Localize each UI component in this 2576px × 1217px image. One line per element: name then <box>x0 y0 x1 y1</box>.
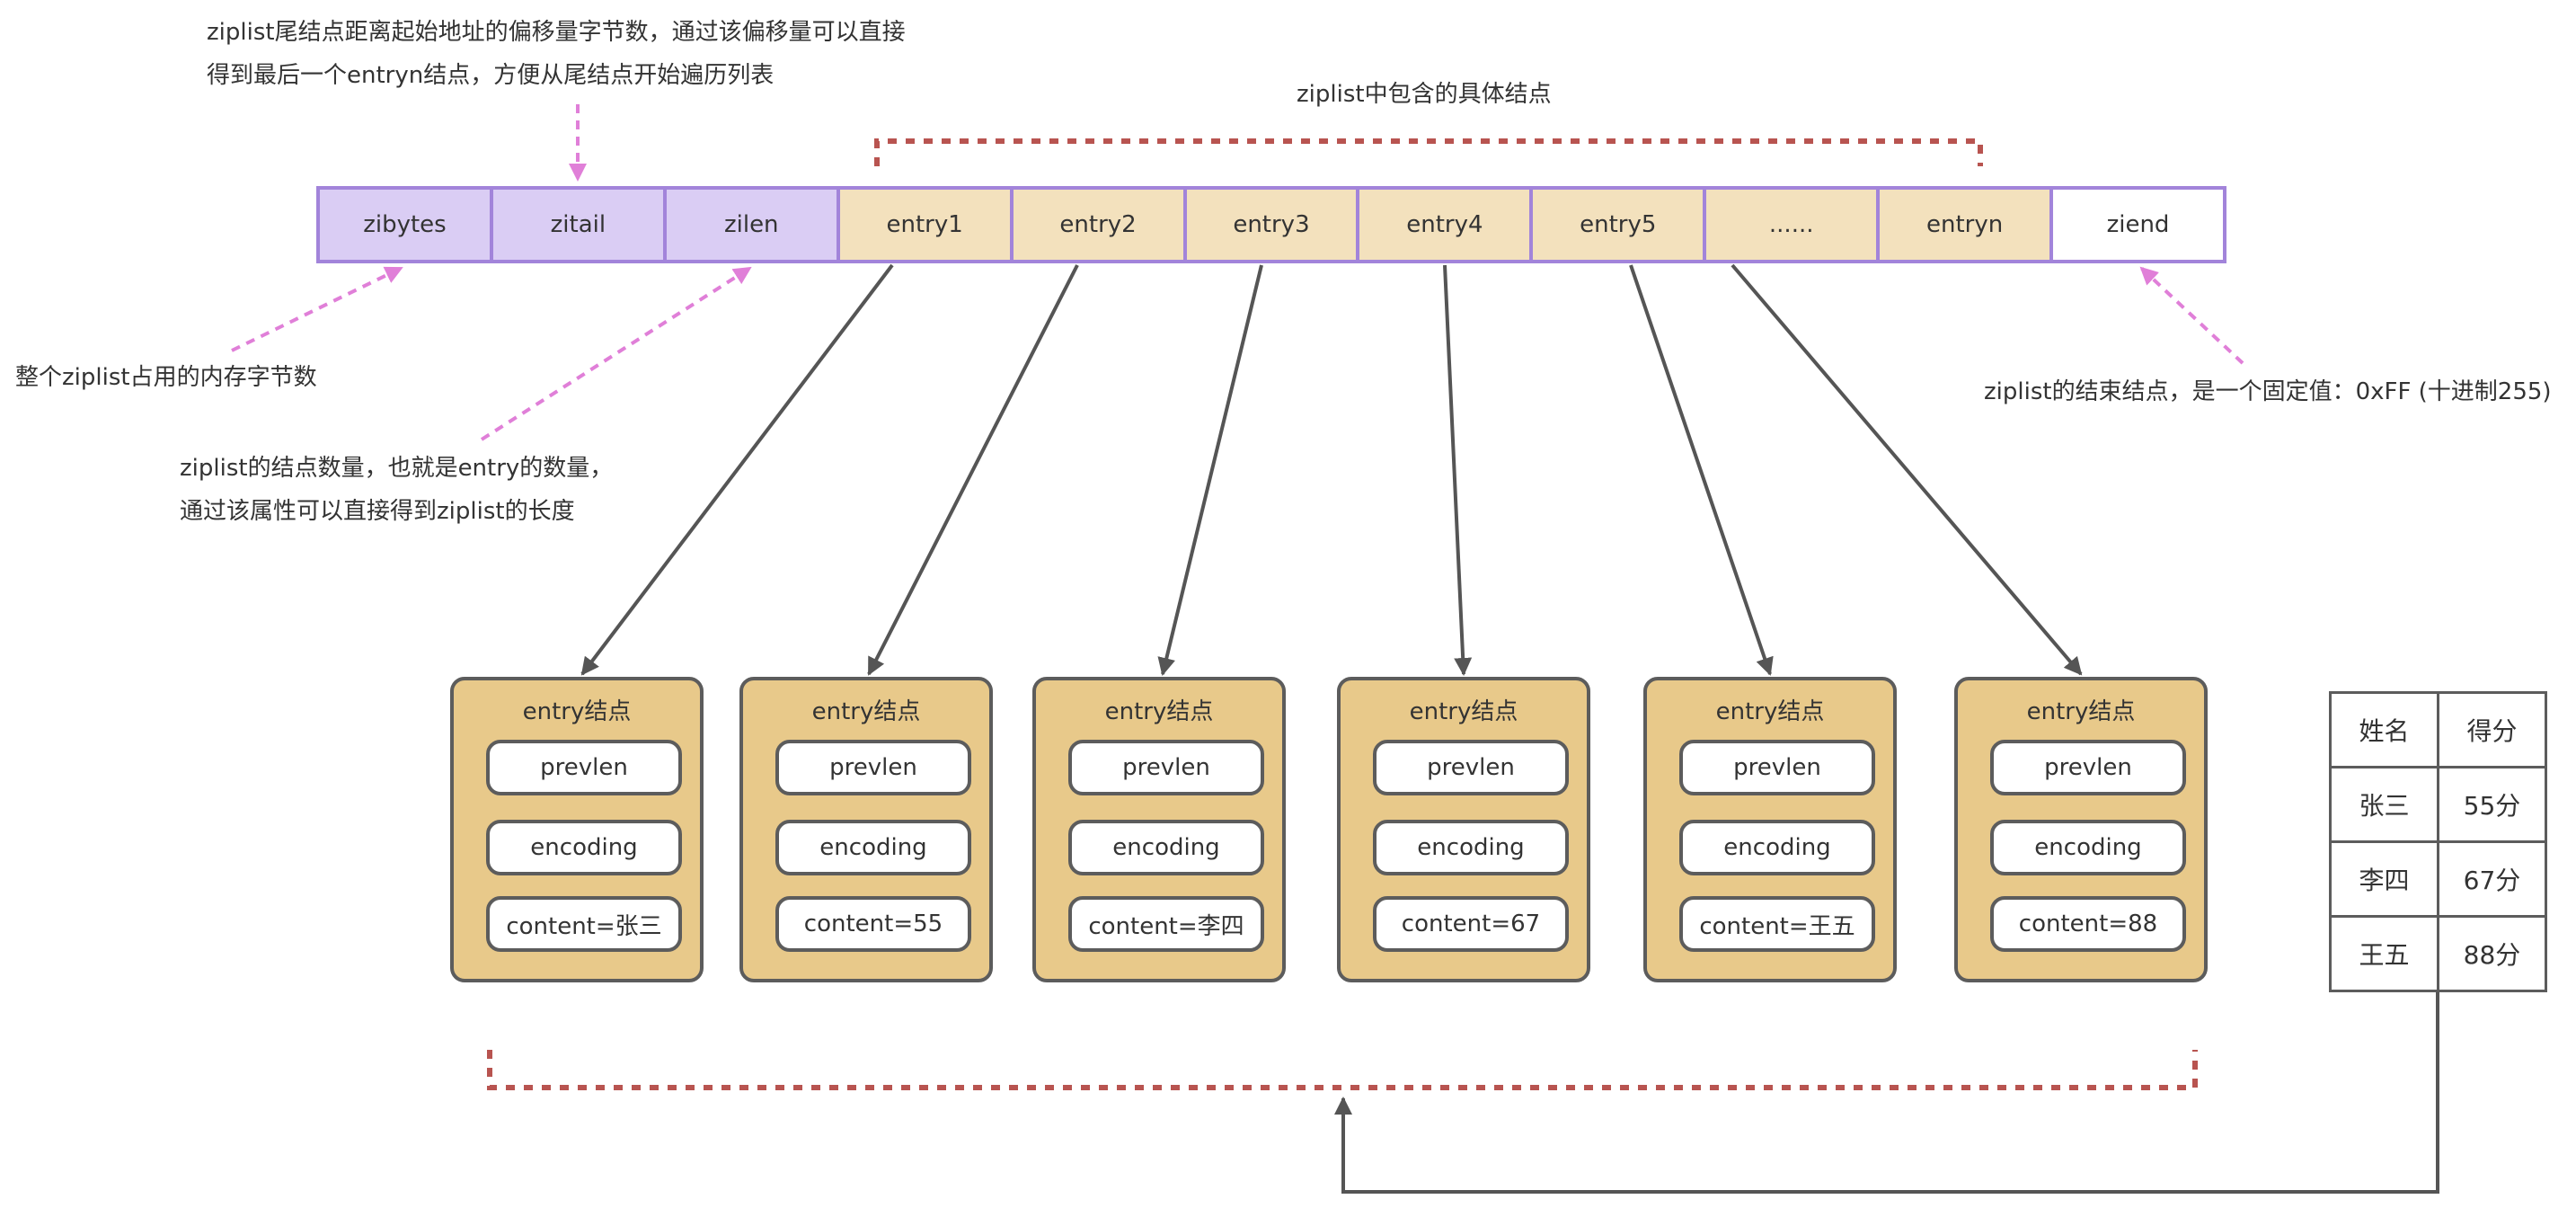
content-field: content=王五 <box>1679 896 1875 952</box>
cell-entry4: entry4 <box>1359 186 1534 263</box>
entry5-to-node-arrow <box>1629 264 1774 676</box>
entry2-to-node-arrow <box>867 264 1079 676</box>
zllen-note-line1: ziplist的结点数量，也就是entry的数量， <box>180 455 614 482</box>
entry-node-title: entry结点 <box>2026 698 2136 725</box>
entry-node-title: entry结点 <box>1409 698 1518 725</box>
cell-name: 张三 <box>2329 766 2439 843</box>
content-field: content=67 <box>1373 896 1569 952</box>
zlend-arrow <box>2139 266 2244 365</box>
zltail-note-line1: ziplist尾结点距离起始地址的偏移量字节数，通过该偏移量可以直接 <box>207 19 906 46</box>
content-field: content=88 <box>1990 896 2186 952</box>
header-name: 姓名 <box>2329 691 2439 768</box>
cell-score: 88分 <box>2437 915 2547 992</box>
cell-name: 李四 <box>2329 840 2439 918</box>
table-row: 李四 67分 <box>2329 840 2547 918</box>
cell-ellipsis: ...... <box>1706 186 1881 263</box>
entry4-to-node-arrow <box>1443 264 1473 676</box>
contained-nodes-label: ziplist中包含的具体结点 <box>1297 81 1552 108</box>
nodes-bracket-bottom <box>487 1050 2198 1090</box>
encoding-field: encoding <box>775 820 971 875</box>
encoding-field: encoding <box>486 820 682 875</box>
cell-entry5: entry5 <box>1533 186 1707 263</box>
cell-entry3: entry3 <box>1186 186 1360 263</box>
entryn-to-node-arrow <box>1731 263 2083 676</box>
prevlen-field: prevlen <box>486 740 682 795</box>
encoding-field: encoding <box>1068 820 1264 875</box>
zlend-note: ziplist的结束结点，是一个固定值：0xFF (十进制255) <box>1984 378 2552 405</box>
prevlen-field: prevlen <box>775 740 971 795</box>
content-field: content=55 <box>775 896 971 952</box>
zllen-note-line2: 通过该属性可以直接得到ziplist的长度 <box>180 498 575 525</box>
cell-zlbytes: zibytes <box>316 186 493 263</box>
encoding-field: encoding <box>1373 820 1569 875</box>
entry-node-3: entry结点 prevlen encoding content=李四 <box>1032 677 1286 982</box>
entry-node-5: entry结点 prevlen encoding content=王五 <box>1643 677 1897 982</box>
content-field: content=李四 <box>1068 896 1264 952</box>
cell-entry1: entry1 <box>839 186 1014 263</box>
zlbytes-arrow <box>231 266 403 352</box>
zltail-note-line2: 得到最后一个entryn结点，方便从尾结点开始遍历列表 <box>207 62 775 89</box>
header-score: 得分 <box>2437 691 2547 768</box>
cell-score: 55分 <box>2437 766 2547 843</box>
cell-zlend: ziend <box>2053 186 2226 263</box>
cell-name: 王五 <box>2329 915 2439 992</box>
table-row: 王五 88分 <box>2329 915 2547 992</box>
encoding-field: encoding <box>1679 820 1875 875</box>
prevlen-field: prevlen <box>1373 740 1569 795</box>
entry3-to-node-arrow <box>1157 264 1263 676</box>
encoding-field: encoding <box>1990 820 2186 875</box>
entries-bracket-top <box>874 138 1983 166</box>
entry-node-6: entry结点 prevlen encoding content=88 <box>1954 677 2208 982</box>
score-table: 姓名 得分 张三 55分 李四 67分 王五 88分 <box>2329 691 2547 992</box>
table-row: 张三 55分 <box>2329 766 2547 843</box>
entry-node-title: entry结点 <box>811 698 921 725</box>
entry-node-title: entry结点 <box>1715 698 1825 725</box>
prevlen-field: prevlen <box>1679 740 1875 795</box>
cell-score: 67分 <box>2437 840 2547 918</box>
table-to-nodes-connector <box>1334 989 2439 1194</box>
entry-node-title: entry结点 <box>522 698 632 725</box>
cell-zltail: zitail <box>492 186 667 263</box>
entry-node-1: entry结点 prevlen encoding content=张三 <box>450 677 704 982</box>
cell-zllen: zilen <box>666 186 840 263</box>
zllen-arrow <box>480 266 752 441</box>
zltail-note: ziplist尾结点距离起始地址的偏移量字节数，通过该偏移量可以直接 得到最后一… <box>207 11 906 97</box>
entry-node-2: entry结点 prevlen encoding content=55 <box>739 677 993 982</box>
content-field: content=张三 <box>486 896 682 952</box>
ziplist-layout: zibytes zitail zilen entry1 entry2 entry… <box>316 186 2226 263</box>
prevlen-field: prevlen <box>1068 740 1264 795</box>
cell-entry2: entry2 <box>1013 186 1187 263</box>
entry-node-4: entry结点 prevlen encoding content=67 <box>1337 677 1590 982</box>
entry-node-title: entry结点 <box>1104 698 1214 725</box>
cell-entryn: entryn <box>1880 186 2054 263</box>
entry1-to-node-arrow <box>580 263 894 676</box>
zlbytes-note: 整个ziplist占用的内存字节数 <box>15 364 317 391</box>
zllen-note: ziplist的结点数量，也就是entry的数量， 通过该属性可以直接得到zip… <box>180 447 613 533</box>
table-header-row: 姓名 得分 <box>2329 691 2547 768</box>
prevlen-field: prevlen <box>1990 740 2186 795</box>
